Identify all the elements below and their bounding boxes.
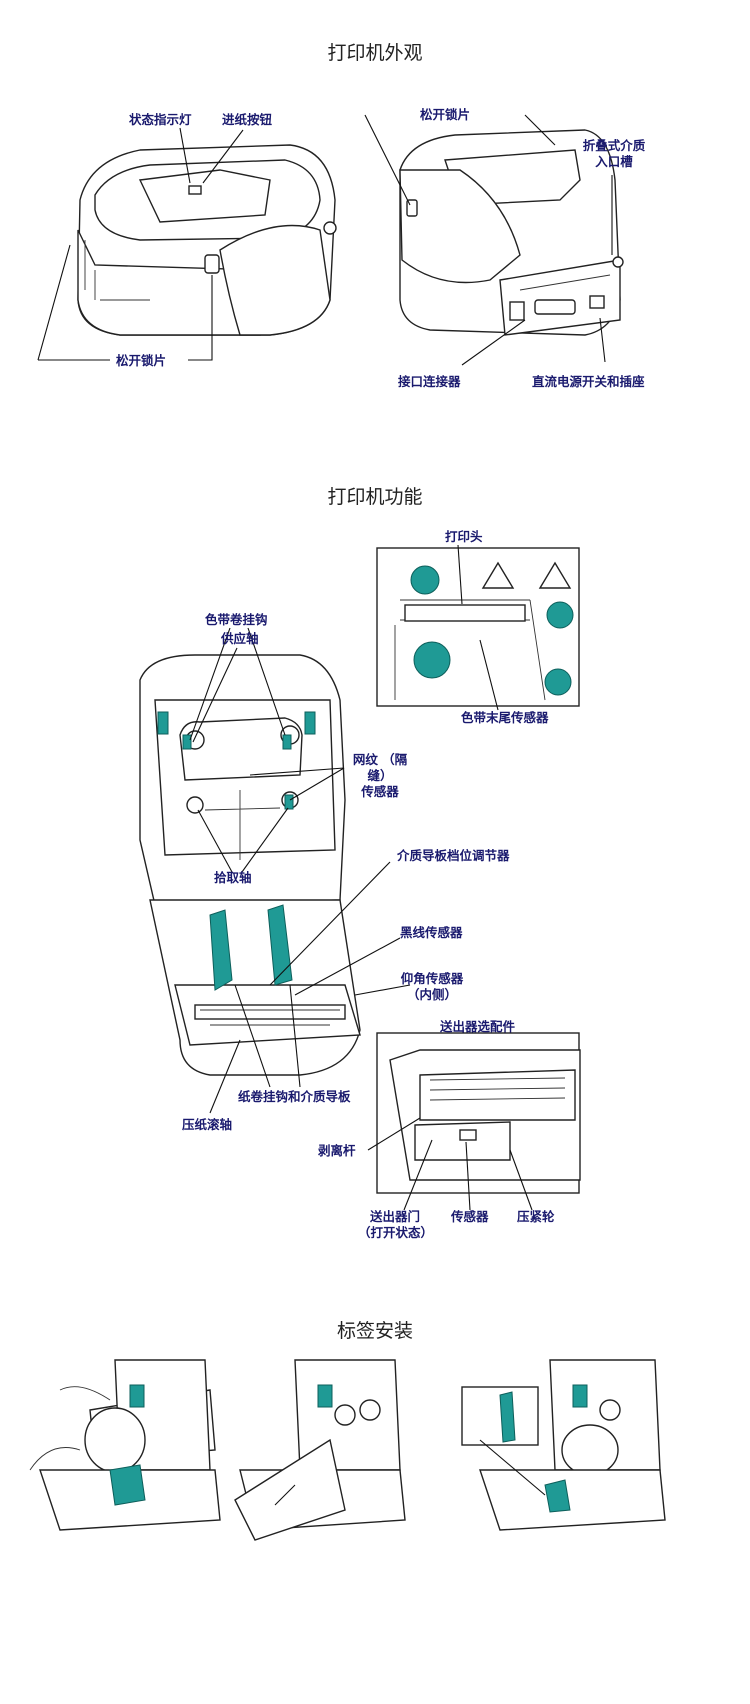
- label-dispenser-option: 送出器选配件: [440, 1019, 516, 1034]
- label-black-line-sensor: 黑线传感器: [400, 925, 463, 940]
- label-roll-holder: 纸卷挂钩和介质导板: [238, 1089, 351, 1104]
- label-supply-spindle: 供应轴: [221, 631, 259, 646]
- label-peel-bar: 剥离杆: [318, 1143, 356, 1158]
- printhead-inset-illustration: [376, 544, 580, 711]
- label-sensor: 传感器: [451, 1209, 489, 1224]
- label-head-up-sensor: 仰角传感器 （内侧）: [400, 971, 464, 1002]
- printer-front-illustration: [37, 127, 337, 361]
- install-step-3-illustration: [461, 1359, 666, 1531]
- section-title-install: 标签安装: [336, 1320, 413, 1342]
- label-status-light: 状态指示灯: [129, 112, 192, 127]
- label-interface: 接口连接器: [398, 374, 461, 389]
- label-take-up: 拾取轴: [214, 870, 252, 885]
- printer-open-illustration: [139, 627, 411, 1114]
- dispenser-inset-illustration: [367, 1032, 581, 1211]
- label-feed-button: 进纸按钮: [222, 112, 273, 127]
- label-ribbon-hook: 色带卷挂钩: [205, 612, 268, 627]
- section-title-exterior: 打印机外观: [327, 42, 423, 64]
- label-dispenser-door: 送出器门 （打开状态）: [358, 1209, 434, 1240]
- install-step-1-illustration: [29, 1359, 221, 1531]
- label-fanfold-slot: 折叠式介质 入口槽: [582, 138, 646, 169]
- label-power: 直流电源开关和插座: [532, 374, 645, 389]
- label-guide-adjuster: 介质导板档位调节器: [397, 848, 510, 863]
- section-title-features: 打印机功能: [327, 486, 423, 508]
- install-step-2-illustration: [234, 1359, 406, 1541]
- printer-rear-illustration: [364, 114, 624, 366]
- label-web-sensor: 网纹 （隔缝） 传感器: [352, 752, 408, 799]
- label-release-latch-left: 松开锁片: [116, 353, 167, 368]
- label-platen: 压纸滚轴: [182, 1117, 233, 1132]
- label-release-latch-right: 松开锁片: [420, 107, 471, 122]
- label-printhead: 打印头: [445, 529, 483, 544]
- label-ribbon-out-sensor: 色带末尾传感器: [461, 710, 549, 725]
- label-pinch-roller: 压紧轮: [517, 1209, 555, 1224]
